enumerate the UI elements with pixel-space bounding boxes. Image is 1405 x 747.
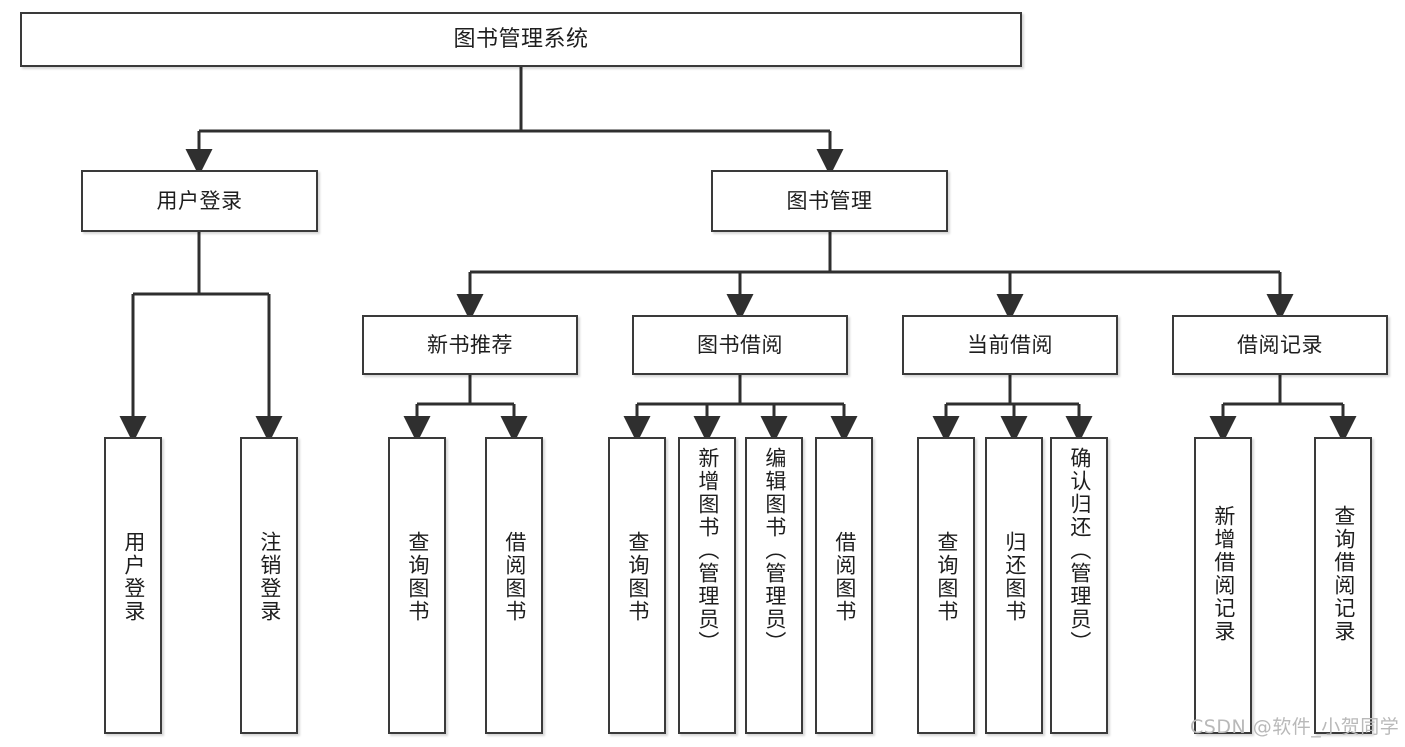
node-label: 查询借阅记录 <box>1331 505 1356 643</box>
node-label: 当前借阅 <box>967 332 1053 357</box>
node-borrow-record[interactable]: 借阅记录 <box>1172 315 1388 375</box>
node-root-system[interactable]: 图书管理系统 <box>20 12 1022 67</box>
leaf-edit-book-admin[interactable]: 编辑图书（管理员） <box>745 437 803 734</box>
node-label: 借阅记录 <box>1237 332 1323 357</box>
node-label: 新增图书（管理员） <box>695 447 720 654</box>
leaf-query-book-borrow[interactable]: 查询图书 <box>608 437 666 734</box>
leaf-borrow-book-recommend[interactable]: 借阅图书 <box>485 437 543 734</box>
leaf-query-borrow-record[interactable]: 查询借阅记录 <box>1314 437 1372 734</box>
node-label: 编辑图书（管理员） <box>762 447 787 654</box>
node-current-borrow[interactable]: 当前借阅 <box>902 315 1118 375</box>
node-label: 借阅图书 <box>502 531 527 623</box>
leaf-add-book-admin[interactable]: 新增图书（管理员） <box>678 437 736 734</box>
leaf-borrow-book[interactable]: 借阅图书 <box>815 437 873 734</box>
node-label: 用户登录 <box>156 188 243 213</box>
node-label: 归还图书 <box>1002 531 1027 623</box>
node-label: 图书借阅 <box>697 332 783 357</box>
node-label: 查询图书 <box>405 531 430 623</box>
node-user-login[interactable]: 用户登录 <box>81 170 318 232</box>
leaf-return-book[interactable]: 归还图书 <box>985 437 1043 734</box>
leaf-user-logout[interactable]: 注销登录 <box>240 437 298 734</box>
node-label: 图书管理 <box>786 188 873 213</box>
node-book-borrow[interactable]: 图书借阅 <box>632 315 848 375</box>
node-label: 用户登录 <box>121 531 146 623</box>
node-label: 图书管理系统 <box>453 26 589 52</box>
watermark: CSDN @软件_小贺同学 <box>1190 716 1400 738</box>
node-label: 确认归还（管理员） <box>1067 447 1092 654</box>
leaf-add-borrow-record[interactable]: 新增借阅记录 <box>1194 437 1252 734</box>
node-label: 查询图书 <box>625 531 650 623</box>
node-label: 新书推荐 <box>427 332 513 357</box>
node-label: 查询图书 <box>934 531 959 623</box>
leaf-query-book-current[interactable]: 查询图书 <box>917 437 975 734</box>
node-label: 借阅图书 <box>832 531 857 623</box>
leaf-query-book-recommend[interactable]: 查询图书 <box>388 437 446 734</box>
node-new-book-recommend[interactable]: 新书推荐 <box>362 315 578 375</box>
leaf-confirm-return-admin[interactable]: 确认归还（管理员） <box>1050 437 1108 734</box>
leaf-user-login[interactable]: 用户登录 <box>104 437 162 734</box>
node-label: 新增借阅记录 <box>1211 505 1236 643</box>
node-label: 注销登录 <box>257 531 282 623</box>
node-book-management[interactable]: 图书管理 <box>711 170 948 232</box>
